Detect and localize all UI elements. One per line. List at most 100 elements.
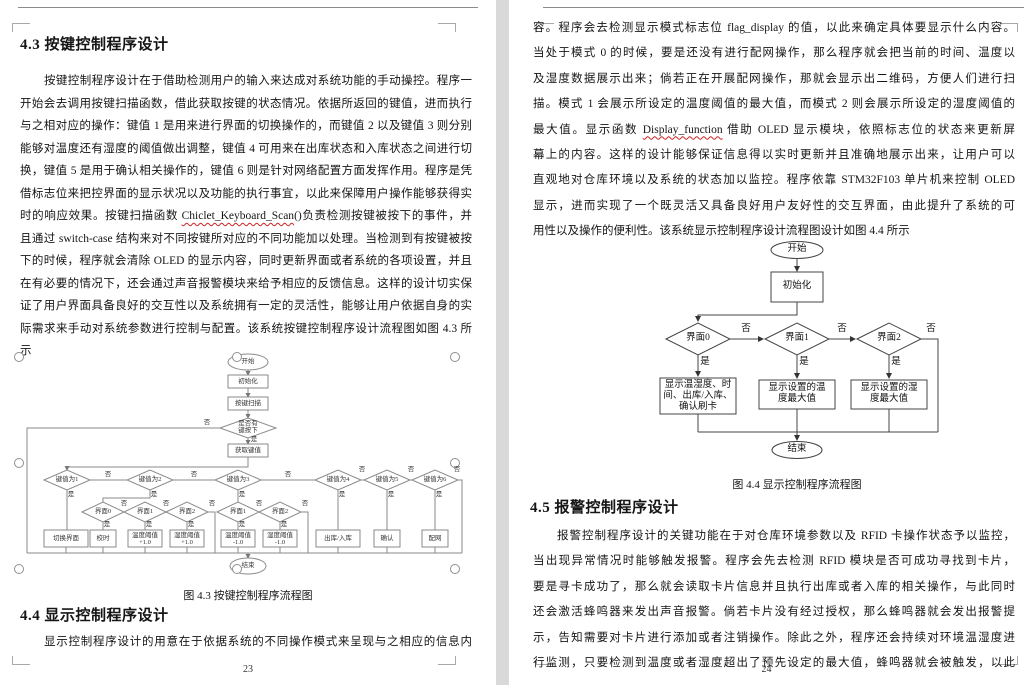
- branch-yes-label: 是: [238, 521, 246, 528]
- node-end-label: 结束: [787, 444, 807, 454]
- text-line: 证了用户界面具备良好的交互性以及系统拥有一定的灵活性，能够让用户依据自身的实: [20, 300, 472, 312]
- flowchart-shapes: [659, 241, 939, 459]
- decision-ui2-label: 界面2: [877, 333, 901, 343]
- selection-handle[interactable]: [14, 352, 24, 362]
- text-boundary-mark: [438, 656, 456, 665]
- text-line: 报警控制程序设计的关键功能在于对仓库环境参数以及 RFID 卡操作状态予以监控，: [557, 530, 1015, 542]
- decision-key3-label: 键值为3: [226, 476, 250, 483]
- page-number: 24: [761, 664, 772, 675]
- text-line: 行监测，只要检测到温度或者湿度超出了预先设定的最大值，蜂鸣器就会被触发，以此: [533, 656, 1015, 669]
- branch-yes-label: 是: [103, 521, 111, 528]
- text-line: 最大值。显示函数 Display_function 借助 OLED 显示模块，依…: [533, 118, 1015, 143]
- selection-handle[interactable]: [450, 564, 460, 574]
- branch-yes-label: 是: [280, 521, 288, 528]
- branch-yes-label: 是: [891, 357, 901, 367]
- branch-no-label: 否: [741, 324, 751, 334]
- figure-4-4-flowchart[interactable]: 开始 初始化 界面0 界面1 界面2 否 否 否 是 是 是 显示温湿度、时间、…: [509, 0, 1024, 470]
- spellcheck-flagged-term: Display_function: [642, 123, 723, 136]
- branch-no-label: 否: [255, 500, 263, 507]
- branch-no-label: 否: [190, 471, 198, 478]
- text-boundary-mark: [536, 656, 554, 665]
- document-page-right: 容。程序会去检测显示模式标志位 flag_display 的值，以此来确定具体要…: [509, 0, 1024, 685]
- text-boundary-mark: [1000, 23, 1018, 32]
- paragraph-4-4-continued: 容。程序会去检测显示模式标志位 flag_display 的值，以此来确定具体要…: [533, 16, 1015, 245]
- text-line: 当出现异常情况时能够触发报警。程序会先去检测 RFID 模块是否可成功寻找到卡片…: [533, 555, 1015, 568]
- text-segment: 最大值。显示函数: [533, 123, 643, 136]
- action-inout-label: 出库/入库: [324, 535, 352, 542]
- text-line: 借标志位来把控界面的显示状况以及功能的执行事宜，以此来保障用户操作能够获得实: [20, 187, 472, 200]
- text-line: 直观地对仓库环境以及系统的状态加以监控。程序依靠 STM32F103 单片机来控…: [533, 174, 1015, 187]
- text-line: 按键控制程序设计在于借助检测用户的输入来达成对系统功能的手动操控。程序一: [44, 75, 472, 87]
- decision-key6-label: 键值为6: [423, 476, 447, 483]
- text-boundary-mark: [1000, 656, 1018, 665]
- selection-handle[interactable]: [14, 458, 24, 468]
- branch-no-label: 否: [284, 471, 292, 478]
- branch-yes-label: 是: [250, 436, 258, 443]
- text-line: 在有必要的情况下，还会通过声音报警模块来给予相应的反馈信息。这样的设计切实保: [20, 277, 472, 290]
- text-line: 开始会去调用按键扫描函数，借此获取按键的状态情况。依据所返回的键值，进而执行: [20, 97, 472, 110]
- text-line: 容。程序会去检测显示模式标志位 flag_display 的值，以此来确定具体要…: [533, 22, 1015, 34]
- figure-4-3-flowchart[interactable]: 开始 初始化 按键扫描 是否有键按下 否 是 获取键值 键值为1 键值为2 键值…: [0, 350, 496, 585]
- selection-handle[interactable]: [450, 458, 460, 468]
- text-line: 能够对温度还有湿度的阈值做出调整，键值 4 可用来在出库状态和入库状态之间进行切: [20, 142, 472, 155]
- action-confirm-label: 确认: [380, 535, 394, 542]
- decision-key4-label: 键值为4: [326, 476, 350, 483]
- decision-key5-label: 键值为5: [375, 476, 399, 483]
- text-line: 要是寻卡成功了，那么就会读取卡片信息并且执行出库或者入库的相关操作，与此同时: [533, 580, 1015, 593]
- text-boundary-mark: [536, 23, 554, 32]
- paragraph-4-5: 报警控制程序设计的关键功能在于对仓库环境参数以及 RFID 卡操作状态予以监控，…: [533, 524, 1015, 676]
- text-line: 还会激活蜂鸣器来发出声音报警。倘若卡片没有经过授权，那么蜂鸣器就会发出报警提: [533, 606, 1015, 619]
- text-line: 幕上的内容。这样的设计能够保证信息得以实时更新并且准确地展示出来，让用户可以: [533, 148, 1015, 161]
- branch-no-label: 否: [926, 324, 936, 334]
- node-start-label: 开始: [241, 358, 255, 365]
- text-line: 际需求来手动对系统参数进行控制与配置。该系统按键控制程序设计流程图如图 4.3 …: [20, 322, 472, 335]
- action-temp-minus-label: 温度阈值 -1.0: [225, 532, 251, 547]
- text-line: 下的时候，程序就会清除 OLED 的显示内容，同时更新界面或者系统的各项设置，并…: [20, 255, 472, 267]
- branch-no-label: 否: [203, 419, 211, 426]
- text-boundary-mark: [12, 656, 30, 665]
- selection-handle[interactable]: [14, 564, 24, 574]
- section-heading-4-3: 4.3 按键控制程序设计: [20, 37, 169, 53]
- decision-ui2b-label: 界面2: [271, 508, 289, 515]
- branch-yes-label: 是: [187, 521, 195, 528]
- text-line: 当处于模式 0 的时候，要是还没有进行配网操作，那么程序就会把当前的时间、温度以: [533, 47, 1015, 60]
- node-scan-label: 按键扫描: [235, 400, 261, 407]
- branch-no-label: 否: [162, 500, 170, 507]
- paragraph-4-3: 按键控制程序设计在于借助检测用户的输入来达成对系统功能的手动操控。程序一 开始会…: [20, 70, 472, 363]
- decision-ui1-label: 界面1: [785, 333, 809, 343]
- flowchart-drawing: [14, 352, 463, 575]
- branch-no-label: 否: [407, 466, 415, 473]
- text-boundary-mark: [438, 23, 456, 32]
- text-segment: ()负责检测按键被按下的事件，并: [294, 210, 472, 222]
- node-getkey-label: 获取键值: [235, 447, 261, 454]
- decision-key2-label: 键值为2: [138, 476, 162, 483]
- branch-no-label: 否: [120, 500, 128, 507]
- branch-yes-label: 是: [387, 491, 395, 498]
- branch-no-label: 否: [453, 466, 461, 473]
- selection-handle[interactable]: [450, 352, 460, 362]
- action-temp-plus-label: 温度阈值 +1.0: [132, 532, 158, 547]
- text-line: 时的响应效果。按键扫描函数 Chiclet_Keyboard_Scan()负责检…: [20, 205, 472, 228]
- text-line: 显示，进而实现了一个既灵活又具备良好用户友好性的交互界面，由此提升了系统的可: [533, 199, 1015, 212]
- branch-yes-label: 是: [338, 491, 346, 498]
- selection-handle[interactable]: [232, 352, 242, 362]
- text-line: 示，告知需要对卡片进行添加或者注销操作。除此之外，程序还会持续对环境温湿度进: [533, 631, 1015, 644]
- branch-no-label: 否: [837, 324, 847, 334]
- branch-yes-label: 是: [435, 491, 443, 498]
- text-line: 换，键值 5 是用于确认相关操作的，键值 6 则是针对网络配置方面发挥作用。程序…: [20, 165, 472, 177]
- node-start-label: 开始: [787, 244, 807, 254]
- figure-4-4-caption: 图 4.4 显示控制程序流程图: [732, 479, 862, 491]
- decision-ui0-label: 界面0: [94, 508, 112, 515]
- text-boundary-mark: [12, 23, 30, 32]
- flowchart-shapes: [26, 353, 463, 575]
- action-display-temp-max-label: 显示设置的温度最大值: [768, 383, 826, 404]
- figure-4-3-caption: 图 4.3 按键控制程序流程图: [183, 590, 313, 602]
- branch-yes-label: 是: [799, 357, 809, 367]
- action-humi-minus-label: 湿度阈值 -1.0: [267, 532, 293, 547]
- paragraph-4-4: 显示控制程序设计的用意在于依据系统的不同操作模式来呈现与之相应的信息内: [20, 631, 472, 654]
- action-display-humi-max-label: 显示设置的湿度最大值: [860, 383, 918, 404]
- header-rule: [18, 7, 478, 8]
- header-rule: [543, 7, 1024, 8]
- selection-handle[interactable]: [232, 564, 242, 574]
- spellcheck-flagged-term: Chiclet_Keyboard_Scan: [181, 210, 295, 222]
